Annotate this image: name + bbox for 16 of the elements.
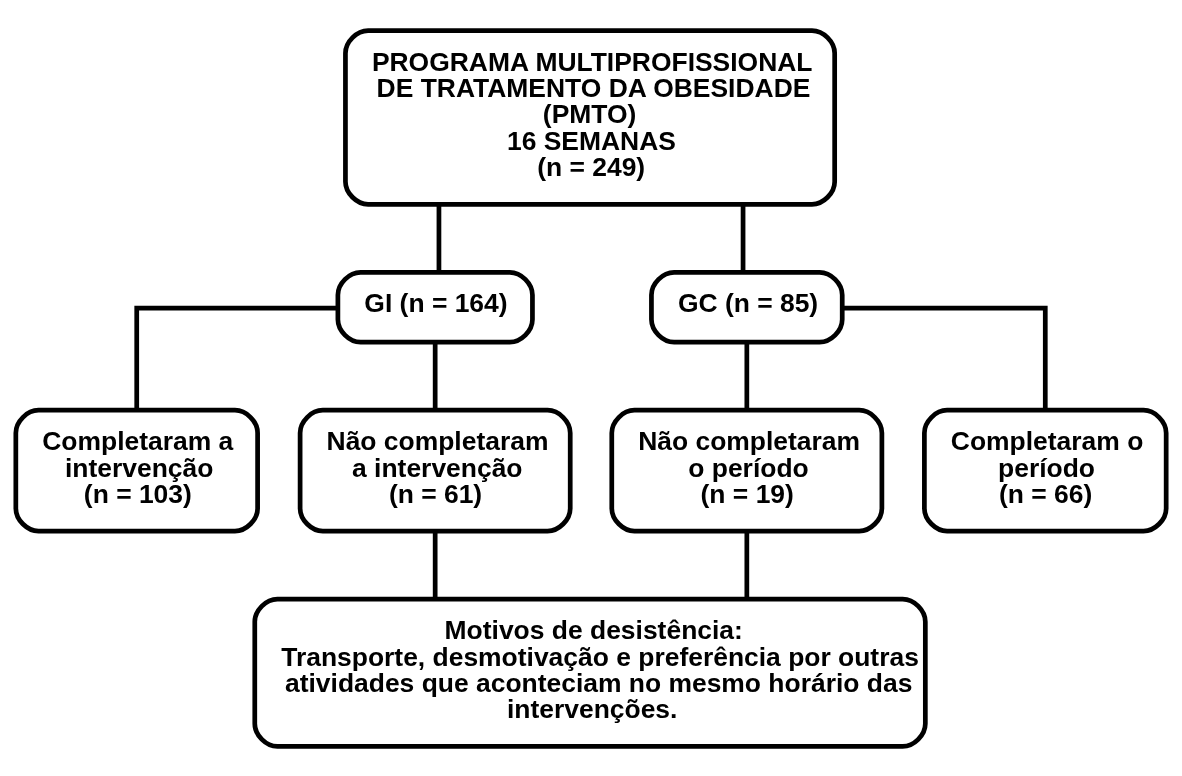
node-box: GC (n = 85) (649, 269, 845, 345)
node-box: Não completaram a intervenção (n = 61) (297, 407, 573, 533)
node-box: Não completaram o período (n = 19) (609, 407, 885, 533)
node-box: PROGRAMA MULTIPROFISSIONAL DE TRATAMENTO DA OBESIDADE (PMTO) 16 SEMANAS (n = 249) (343, 27, 838, 207)
connector (436, 204, 442, 272)
node-box: Completaram o período (n = 66) (922, 407, 1169, 533)
node-box: Motivos de desistência: Transporte, desmotivação e preferência por outras atividades que aconteciam no mesmo horário das intervenções. (252, 596, 928, 749)
connector (744, 530, 750, 599)
connector (134, 305, 338, 410)
connector (432, 530, 438, 599)
node-box: GI (n = 164) (335, 269, 535, 345)
connector (744, 342, 750, 410)
connector (432, 342, 438, 410)
connector (740, 204, 746, 272)
connector (842, 305, 1048, 410)
node-box: Completaram a intervenção (n = 103) (13, 407, 260, 533)
